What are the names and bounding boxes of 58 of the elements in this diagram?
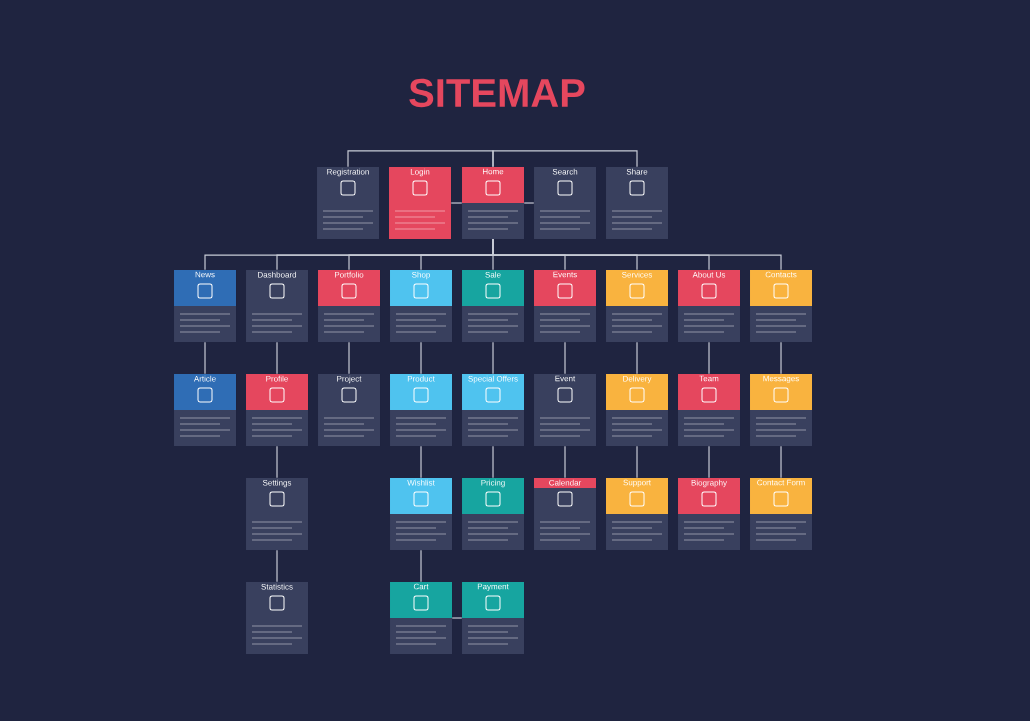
page-card: Profile <box>246 374 308 446</box>
page-card: Sale <box>462 270 524 342</box>
page-card: Wishlist <box>390 478 452 550</box>
page-card: Dashboard <box>246 270 308 342</box>
connector-line <box>780 445 782 479</box>
connector-line <box>276 445 278 479</box>
page-card: Events <box>534 270 596 342</box>
connector-line <box>780 341 782 375</box>
page-card: Support <box>606 478 668 550</box>
page-card: Payment <box>462 582 524 654</box>
connector-line <box>451 617 463 619</box>
page-card: Login <box>389 167 451 239</box>
page-card: Messages <box>750 374 812 446</box>
connector-line <box>420 341 422 375</box>
page-card: News <box>174 270 236 342</box>
page-card: Pricing <box>462 478 524 550</box>
page-card: Team <box>678 374 740 446</box>
connector-line <box>492 341 494 375</box>
connector-line <box>347 150 494 168</box>
connector-line <box>276 341 278 375</box>
connector-line <box>204 341 206 375</box>
connector-line <box>636 445 638 479</box>
page-card: Project <box>318 374 380 446</box>
page-card: Special Offers <box>462 374 524 446</box>
connector-line <box>492 238 782 271</box>
connector-line <box>276 549 278 583</box>
page-card: Calendar <box>534 478 596 550</box>
page-card: Cart <box>390 582 452 654</box>
connector-line <box>564 341 566 375</box>
page-card: Settings <box>246 478 308 550</box>
page-card: Registration <box>317 167 379 239</box>
connector-line <box>348 341 350 375</box>
page-card: Search <box>534 167 596 239</box>
connector-line <box>564 445 566 479</box>
page-card: Home <box>462 167 524 239</box>
connector-line <box>492 445 494 479</box>
page-card: Services <box>606 270 668 342</box>
page-card: About Us <box>678 270 740 342</box>
title: SITEMAP <box>409 78 585 108</box>
page-card: Statistics <box>246 582 308 654</box>
connector-line <box>450 202 463 204</box>
connector-line <box>420 549 422 583</box>
connector-line <box>492 150 638 168</box>
page-card: Product <box>390 374 452 446</box>
page-card: Delivery <box>606 374 668 446</box>
connector-line <box>420 445 422 479</box>
page-card: Contact Form <box>750 478 812 550</box>
connector-line <box>708 445 710 479</box>
page-card: Shop <box>390 270 452 342</box>
page-card: Share <box>606 167 668 239</box>
page-card: Portfolio <box>318 270 380 342</box>
page-card: Event <box>534 374 596 446</box>
page-card: Biography <box>678 478 740 550</box>
connector-line <box>708 341 710 375</box>
connector-line <box>523 202 535 204</box>
page-card: Article <box>174 374 236 446</box>
page-card: Contacts <box>750 270 812 342</box>
connector-line <box>636 341 638 375</box>
